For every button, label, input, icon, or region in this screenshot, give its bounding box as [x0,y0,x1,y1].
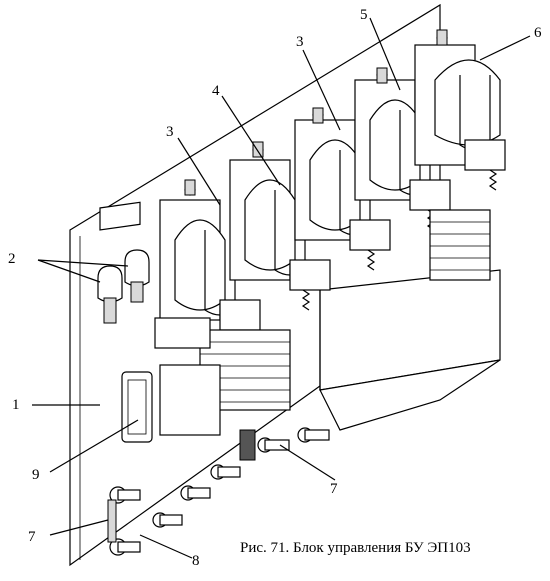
callout-9: 9 [32,467,40,483]
callout-1: 1 [12,397,20,413]
capacitor-block [154,317,221,436]
terminal-studs [107,427,330,556]
callout-5: 5 [360,7,368,23]
relay-assembly-2 [229,141,331,291]
callout-8: 8 [192,553,200,569]
figure-caption: Рис. 71. Блок управления БУ ЭП103 [240,540,471,556]
relay-assembly-1 [159,179,261,331]
callout-7-left: 7 [28,529,36,545]
callout-4: 4 [212,83,220,99]
callout-3-right: 3 [296,34,304,50]
base-block [319,269,501,431]
relay-assembly-4 [354,67,451,211]
callout-2: 2 [8,251,16,267]
leader-lines [32,17,531,559]
relay-assembly-3 [294,107,391,251]
indicator-lamps [97,249,150,324]
relay-assembly-5 [414,29,506,171]
connector [121,371,153,443]
callout-7-right: 7 [330,481,338,497]
callout-3-left: 3 [166,124,174,140]
callout-6: 6 [534,25,542,41]
